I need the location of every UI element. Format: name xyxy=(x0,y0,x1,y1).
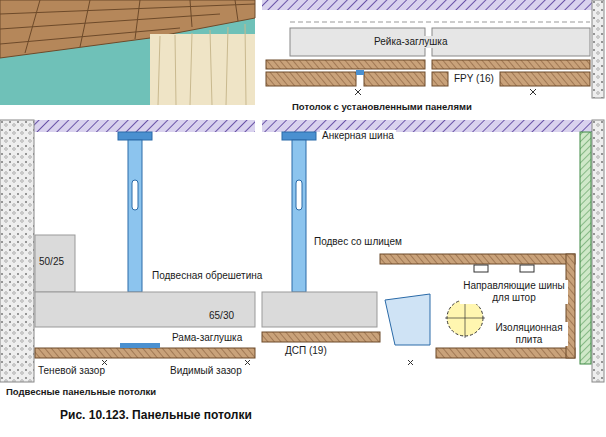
anchor-rail xyxy=(118,132,152,140)
insulation xyxy=(580,132,591,364)
curtain-folds xyxy=(158,24,246,105)
part-label: FPY (16) xyxy=(452,73,496,85)
part-label: Подвесная обрешетина xyxy=(150,270,264,282)
figure-caption: Рис. 10.123. Панельные потолки xyxy=(60,408,252,422)
part-label: 65/30 xyxy=(207,310,236,322)
wall xyxy=(592,0,604,98)
cover-frame xyxy=(120,343,160,348)
panel-board xyxy=(432,72,448,86)
panel-caption: Подвесные панельные потолки xyxy=(4,386,158,398)
cover-strip xyxy=(432,28,590,56)
slot xyxy=(132,180,138,210)
batten-65-30 xyxy=(35,292,255,327)
ceiling-photo xyxy=(0,0,255,105)
anchor-rail xyxy=(282,132,316,140)
panel-board xyxy=(262,332,380,342)
installed-panels-detail xyxy=(262,0,604,98)
part-label: Направляющие шины для штор xyxy=(460,280,568,304)
panel-board xyxy=(35,348,255,358)
lamp-axis xyxy=(445,318,485,319)
panel-board xyxy=(500,72,590,86)
hanger xyxy=(282,132,316,292)
slotted-hanger xyxy=(292,140,306,292)
clip xyxy=(356,70,364,75)
panel-board xyxy=(436,348,575,358)
part-label: 50/25 xyxy=(37,256,66,268)
suspended-ceiling-section xyxy=(0,120,604,382)
panel-board xyxy=(364,72,425,86)
pelmet-board xyxy=(380,254,575,264)
panel-board xyxy=(266,72,356,86)
wall xyxy=(592,120,604,382)
curtain-rail xyxy=(474,265,488,272)
ceiling-slab xyxy=(262,120,594,132)
part-label: Теневой зазор xyxy=(36,365,107,377)
part-label: Рама-заглушка xyxy=(170,332,244,344)
part-label: Рейка-заглушка xyxy=(372,36,449,48)
panel-board xyxy=(432,60,590,69)
part-label: Видимый зазор xyxy=(168,365,244,377)
curtain xyxy=(150,34,255,105)
panel-caption: Потолок с установленными панелями xyxy=(290,101,474,113)
part-label: ДСП (19) xyxy=(283,345,329,357)
ceiling-slab xyxy=(262,0,594,10)
lamp-housing xyxy=(385,294,430,345)
slotted-hanger xyxy=(128,140,142,292)
wall xyxy=(0,120,34,382)
hanger xyxy=(118,132,152,292)
curtain-rail xyxy=(520,265,534,272)
panel-board xyxy=(266,60,425,69)
batten-50-25 xyxy=(35,235,75,292)
part-label: Подвес со шлицем xyxy=(312,236,404,248)
part-label: Изоляционная плита xyxy=(490,322,568,346)
center-line xyxy=(290,22,590,23)
wall xyxy=(0,0,255,105)
part-label: Анкерная шина xyxy=(320,130,396,142)
batten-65-30 xyxy=(262,292,377,327)
screw-marks xyxy=(355,89,536,95)
ceiling-slab xyxy=(30,120,255,132)
slot xyxy=(296,180,302,210)
screw-marks xyxy=(102,360,413,365)
